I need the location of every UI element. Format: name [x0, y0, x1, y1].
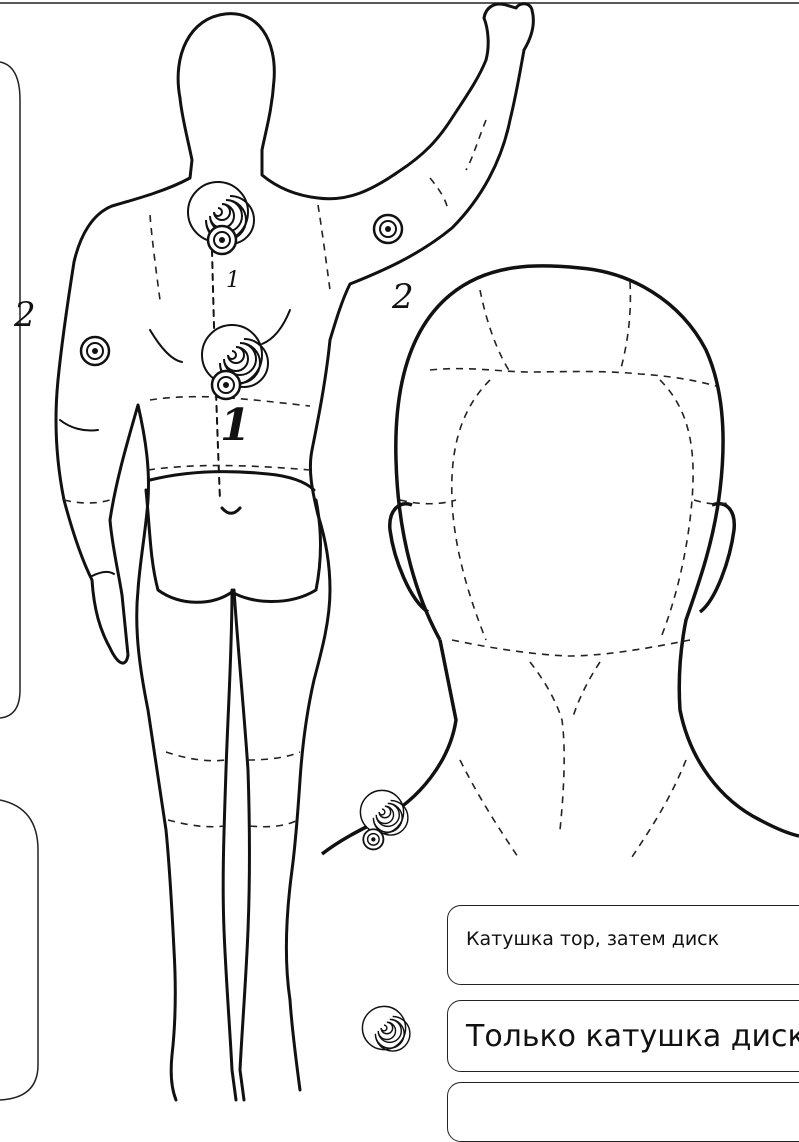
legend-text-coil-only: Только катушка диск [466, 1019, 799, 1054]
marker-label-right-arm: 2 [392, 277, 414, 317]
marker-upper-back [188, 182, 254, 254]
marker-left-arm-disc [81, 337, 109, 365]
coil-icon [362, 1006, 410, 1051]
marker-label-upper-back: 1 [226, 268, 240, 293]
head-figure [322, 266, 799, 854]
marker-lower-back [202, 325, 268, 399]
left-frame-top [0, 62, 20, 718]
marker-right-arm-disc [374, 215, 402, 243]
legend-item-coil-with-disc: Катушка тор, затем диск [447, 905, 799, 985]
legend-item-coil-only: Только катушка диск [447, 1000, 799, 1072]
marker-label-left-arm: 2 [14, 295, 36, 335]
coil-with-disc-icon [360, 790, 408, 849]
legend-text-coil-with-disc: Катушка тор, затем диск [466, 928, 719, 950]
head-region-lines [400, 282, 730, 860]
left-frame-bottom [0, 800, 38, 1100]
marker-label-lower-back: 1 [220, 400, 251, 451]
legend-item-third [447, 1082, 799, 1142]
